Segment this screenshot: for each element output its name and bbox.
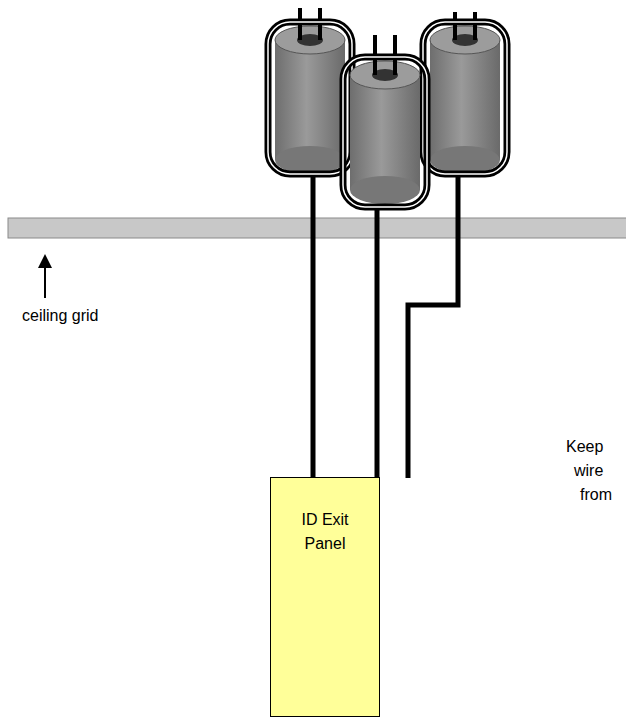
ferrite-core (268, 8, 352, 174)
grid-label: ceiling grid (22, 306, 98, 326)
wires (313, 170, 458, 478)
ferrite-core (343, 35, 427, 207)
pointer-arrow (38, 254, 52, 298)
ferrite-core (423, 12, 507, 174)
note-text: from (580, 485, 612, 505)
ceiling-grid (8, 218, 626, 238)
panel-box: ID Exit Panel (270, 477, 380, 717)
panel-label: ID Exit Panel (297, 508, 353, 556)
note-text: Keep (566, 437, 603, 457)
note-text: wire (574, 461, 603, 481)
